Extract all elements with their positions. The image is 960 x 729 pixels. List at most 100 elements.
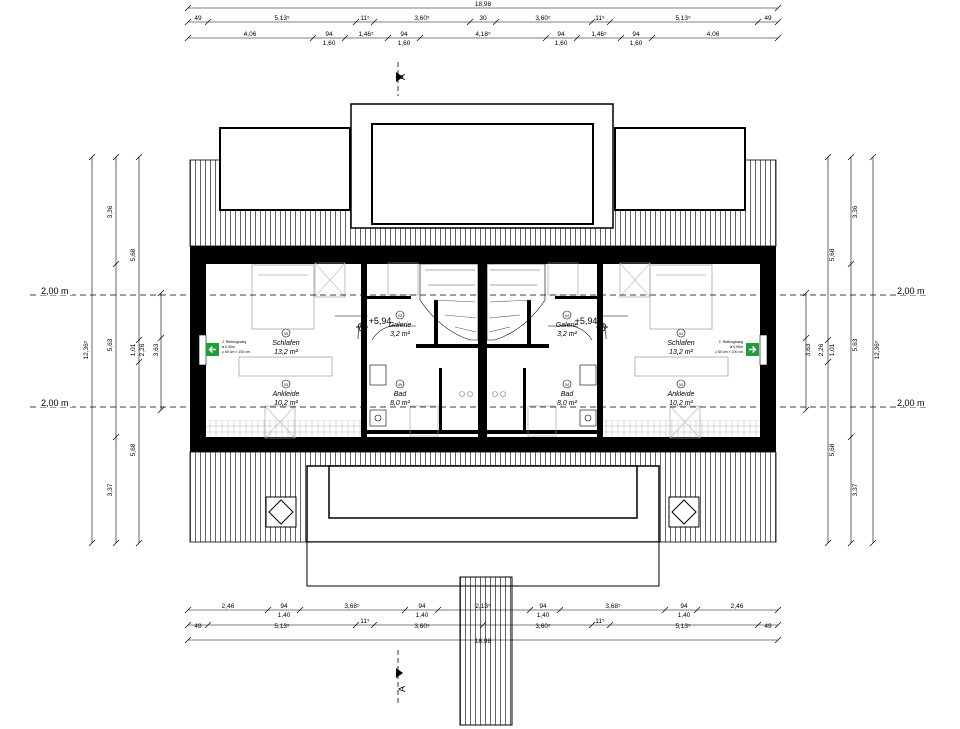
dim-top-r2-6: 11⁵ [595, 15, 605, 22]
dimension-tick [479, 621, 487, 629]
dimension-tick [774, 4, 782, 12]
section-label-top: A [397, 74, 407, 80]
wall-left-bath-bottom [367, 430, 478, 434]
dormer-top-right [614, 127, 746, 211]
skylight-left-1 [314, 262, 346, 298]
stair-right [486, 263, 546, 341]
wall-right-bath-bottom [487, 430, 598, 434]
wall-right-galerie [527, 300, 531, 348]
walls [190, 246, 776, 452]
stair-left-treads [425, 269, 477, 333]
dimension-tick [341, 34, 349, 42]
door-right-galerie [596, 315, 628, 340]
wall-right-bath-divider [523, 368, 526, 430]
tile-band-right [603, 420, 760, 437]
level-left: +5,94 [369, 316, 392, 326]
dimension-tick [296, 606, 304, 614]
chimney-right [668, 496, 700, 528]
wall-bottom [190, 437, 776, 452]
wall-left-stair-edge [367, 296, 411, 299]
axis-label-upper-right: 2,00 m [897, 286, 925, 296]
dimension-tick [401, 606, 409, 614]
exit-arrow-left-icon [208, 346, 216, 353]
dormer-top-center-inner [371, 123, 594, 225]
room-name-left-bad: Bad [394, 391, 408, 398]
wall-left-bath-divider [439, 368, 442, 430]
dim-left-inner-0: 5,68 [130, 248, 137, 261]
room-area-left-galerie: 3,2 m² [390, 331, 411, 338]
dim-top-r3-9: 1,46⁵ [591, 31, 607, 38]
dim-top-r3-6: 4,18⁵ [475, 31, 491, 38]
room-name-left-ankleide: Ankleide [272, 391, 300, 398]
wall-right-stair-edge [555, 296, 597, 299]
dimension-tick [88, 539, 96, 547]
room-num-left-bad: 09 [398, 383, 402, 387]
room-num-right-ankleide: 04 [679, 383, 683, 387]
dimension-tick [606, 621, 614, 629]
dimension-tick [617, 34, 625, 42]
dim-left-mid-0: 3,36 [107, 205, 114, 218]
dimension-tick [774, 18, 782, 26]
wall-party [478, 258, 487, 444]
dim-bot-r1-0: 2,46 [222, 603, 235, 610]
axis-label-upper-left: 2,00 m [41, 286, 69, 296]
dimension-tick [309, 34, 317, 42]
dimension-tick [573, 34, 581, 42]
dimension-tick [370, 18, 378, 26]
dimension-tick [264, 606, 272, 614]
dimension-tick [802, 289, 810, 297]
roof [189, 103, 777, 726]
dimension-tick [754, 18, 762, 26]
wc-left [369, 364, 387, 386]
wardrobe-left [238, 356, 333, 377]
dim-top-r3-3: 1,46⁵ [358, 31, 374, 38]
dim-bot-r1-3: 3,68⁵ [344, 603, 360, 610]
dimension-tick [112, 433, 120, 441]
dimension-tick [184, 606, 192, 614]
dimension-tick [184, 621, 192, 629]
drain-left-2 [467, 391, 473, 397]
basin-right [579, 409, 597, 427]
dimension-ticks [88, 4, 877, 644]
wall-right-inner [597, 258, 603, 438]
dim-bot-r2-2: 11⁵ [360, 618, 370, 625]
room-area-left-bad: 8,0 m² [390, 400, 411, 407]
exit-note-right-2: ø 0,90m [730, 345, 743, 349]
dim-bot-r2-1: 5,13⁵ [274, 623, 290, 630]
dim-top-r2-3: 3,60⁵ [414, 15, 430, 22]
skylight-right-1 [619, 262, 651, 298]
dim-left-inner-1: 1,01 [130, 343, 137, 356]
outer-stair [459, 576, 513, 726]
dim-left-mid-1: 5,63 [107, 338, 114, 351]
wall-top [190, 246, 776, 264]
room-circle-left-bad [395, 379, 405, 389]
dimension-tick [112, 260, 120, 268]
door-right-bath [548, 325, 593, 341]
drain-right-2 [500, 391, 506, 397]
chimney-right-mark [671, 499, 697, 525]
dimension-tick [352, 18, 360, 26]
dimension-tick [869, 153, 877, 161]
dimension-tick [184, 34, 192, 42]
chimney-left [265, 496, 297, 528]
axis-label-bg-ur [896, 285, 928, 295]
dim-bot-r1-10: 94 [680, 603, 688, 610]
skylight-right-4 [527, 405, 557, 437]
exit-note-right-1: 2. Rettungsweg [719, 340, 743, 344]
basin-right-drain [584, 414, 592, 422]
dimension-tick [774, 34, 782, 42]
exit-signs: 2. Rettungsweg ø 0,90m ≥ 60 cm × 100 cm … [206, 340, 759, 356]
dim-bot-r2-0: 49 [194, 623, 202, 630]
dimension-lines [91, 7, 874, 641]
dimension-tick [370, 621, 378, 629]
exit-note-left-1: 2. Rettungsweg [222, 340, 246, 344]
room-circle-left-ankleide [281, 379, 291, 389]
dimension-tick [352, 621, 360, 629]
dimension-tick [184, 18, 192, 26]
wall-right-bath-top [487, 344, 549, 348]
room-area-right-ankleide: 10,2 m² [669, 400, 693, 407]
dim-bot-r1-11: 1,40 [678, 612, 691, 619]
dimension-tick [847, 260, 855, 268]
door-left-bath [371, 324, 416, 341]
window-right-gable [759, 334, 768, 366]
